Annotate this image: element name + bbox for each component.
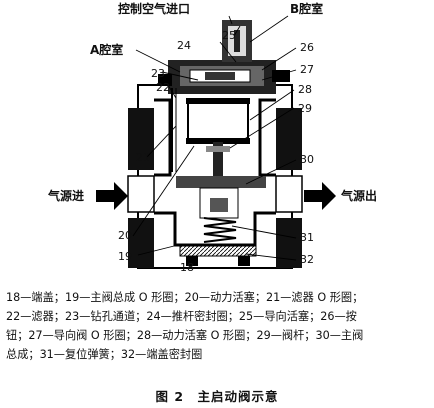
valve-diagram: [96, 15, 336, 269]
label-30: 30: [300, 153, 314, 166]
inlet-arrow-icon: [96, 182, 128, 210]
label-29: 29: [298, 102, 312, 115]
chamber-b-label: B腔室: [290, 2, 324, 16]
outlet-arrow-icon: [304, 182, 336, 210]
caption-line: 钮；27—导向阀 O 形圈；28—动力活塞 O 形圈；29—阀杆；30—主阀: [6, 329, 364, 342]
legend-caption: 18—端盖；19—主阀总成 O 形圈；20—动力活塞；21—滤器 O 形圈； 2…: [6, 288, 430, 364]
chamber-a-label: A腔室: [90, 43, 124, 57]
main-valve: [176, 176, 266, 219]
label-24: 24: [177, 39, 191, 52]
label-28: 28: [298, 83, 312, 96]
label-22: 22: [156, 81, 170, 94]
label-32: 32: [300, 253, 314, 266]
label-20: 20: [118, 229, 132, 242]
power-piston: [186, 98, 250, 144]
end-cap: [179, 243, 257, 266]
caption-line: 18—端盖；19—主阀总成 O 形圈；20—动力活塞；21—滤器 O 形圈；: [6, 291, 364, 304]
caption-line: 总成；31—复位弹簧；32—端盖密封圈: [6, 348, 203, 361]
valve-stem: [206, 142, 230, 182]
label-21: 21: [136, 151, 150, 164]
top-cover: [158, 60, 290, 94]
label-27: 27: [300, 63, 314, 76]
valve-body: [127, 84, 303, 269]
label-25: 25: [222, 29, 236, 42]
control-air-inlet-label: 控制空气进口: [118, 2, 191, 16]
air-out-label: 气源出: [341, 189, 378, 203]
return-spring: [203, 217, 237, 243]
caption-line: 22—滤器；23—钻孔通道；24—推杆密封圈；25—导向活塞；26—按: [6, 310, 357, 323]
control-air-fitting: [222, 20, 252, 62]
figure-title: 图 2 主启动阀示意: [155, 389, 279, 404]
label-18: 18: [180, 261, 194, 274]
leader-lines: [132, 15, 297, 263]
label-31: 31: [300, 231, 314, 244]
label-26: 26: [300, 41, 314, 54]
air-in-label: 气源进: [48, 189, 85, 203]
label-19: 19: [118, 250, 132, 263]
label-23: 23: [151, 67, 165, 80]
